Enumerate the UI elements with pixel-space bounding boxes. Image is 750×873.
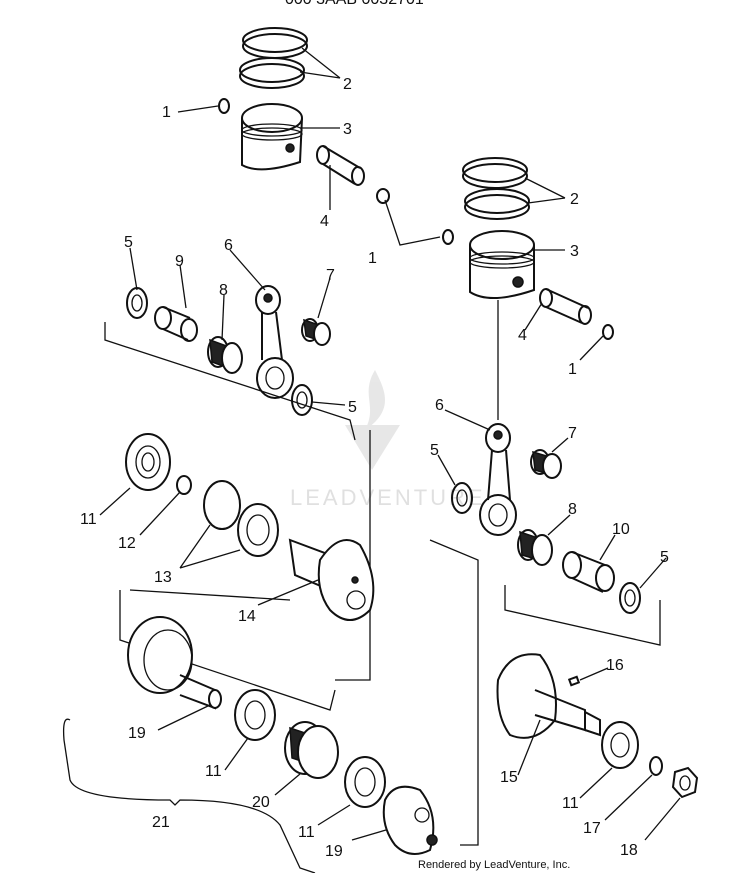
callout-10: 10 <box>612 521 630 538</box>
callout-11: 11 <box>298 824 315 841</box>
lock-washer-17 <box>649 756 663 776</box>
callout-12: 12 <box>118 535 136 552</box>
piston-right <box>469 230 535 300</box>
callout-16: 16 <box>606 657 624 674</box>
callout-14: 14 <box>238 608 256 625</box>
crankshaft-assembly-19 <box>127 616 222 710</box>
needle-bearing-left-big <box>207 336 243 374</box>
snap-ring-12 <box>176 475 192 495</box>
connecting-rod-right <box>479 423 517 536</box>
callout-9: 9 <box>175 253 184 270</box>
callout-8: 8 <box>568 501 577 518</box>
callout-3: 3 <box>570 243 579 260</box>
header-text: 000 3AAB 0032701 <box>285 0 424 8</box>
callout-5: 5 <box>124 234 133 251</box>
circlip-left-b <box>376 188 390 204</box>
thrust-washer-left-bottom <box>291 384 313 416</box>
piston-left <box>241 103 303 171</box>
crankshaft-left-half-14 <box>288 538 375 621</box>
thrust-washer-left-top <box>126 287 148 319</box>
connecting-rod-left <box>255 285 294 399</box>
credit-text: Rendered by LeadVenture, Inc. <box>418 859 570 871</box>
callout-4: 4 <box>320 213 329 230</box>
callout-21: 21 <box>152 814 170 831</box>
callout-1: 1 <box>162 104 171 121</box>
piston-rings-right <box>462 157 530 220</box>
callout-11: 11 <box>205 763 222 780</box>
nut-18 <box>671 766 699 799</box>
callout-13: 13 <box>154 569 172 586</box>
callout-5: 5 <box>660 549 669 566</box>
callout-7: 7 <box>326 267 335 284</box>
callout-4: 4 <box>518 327 527 344</box>
needle-bearing-right-big <box>517 529 553 566</box>
watermark-text: LEADVENTURE <box>290 485 486 510</box>
thrust-washer-right-top <box>451 482 473 514</box>
callout-2: 2 <box>343 76 352 93</box>
needle-bearing-left-small <box>301 318 331 346</box>
main-bearing-11-upper <box>125 433 171 491</box>
snap-rings-13 <box>203 480 279 557</box>
piston-rings-left <box>239 27 308 89</box>
circlip-right-a <box>442 229 454 245</box>
crankshaft-right-half-15 <box>496 653 601 739</box>
piston-pin-left <box>316 145 365 186</box>
circlip-right-b <box>602 324 614 340</box>
callout-11: 11 <box>562 795 579 812</box>
callout-19: 19 <box>325 843 343 860</box>
piston-pin-right <box>539 288 592 325</box>
callout-20: 20 <box>252 794 270 811</box>
leadventure-watermark: LEADVENTURE <box>290 370 486 510</box>
main-bearing-11-lower-b <box>344 756 386 808</box>
leader-lines <box>99 47 681 841</box>
labyrinth-seal-20 <box>284 721 339 779</box>
callout-2: 2 <box>570 191 579 208</box>
callout-5: 5 <box>430 442 439 459</box>
crank-pin-left <box>154 306 198 342</box>
circlip-left-a <box>218 98 230 114</box>
main-bearing-11-right <box>601 721 639 769</box>
callout-1: 1 <box>368 250 377 267</box>
callout-6: 6 <box>435 397 444 414</box>
callout-11: 11 <box>80 511 97 528</box>
callout-15: 15 <box>500 769 518 786</box>
main-bearing-11-lower-a <box>234 689 276 741</box>
callout-18: 18 <box>620 842 638 859</box>
needle-bearing-right-small <box>530 449 562 479</box>
callout-3: 3 <box>343 121 352 138</box>
callout-6: 6 <box>224 237 233 254</box>
callout-17: 17 <box>583 820 601 837</box>
woodruff-key-16 <box>567 675 581 687</box>
callout-8: 8 <box>219 282 228 299</box>
callouts: 1 2 3 4 2 3 1 4 1 5 9 6 8 7 5 6 7 5 8 10… <box>80 76 669 860</box>
callout-5: 5 <box>348 399 357 416</box>
thrust-washer-right-bottom <box>619 582 641 614</box>
callout-1: 1 <box>568 361 577 378</box>
crank-pin-right <box>562 551 615 593</box>
callout-7: 7 <box>568 425 577 442</box>
crank-flywheel-19-bottom <box>382 785 438 855</box>
callout-19: 19 <box>128 725 146 742</box>
